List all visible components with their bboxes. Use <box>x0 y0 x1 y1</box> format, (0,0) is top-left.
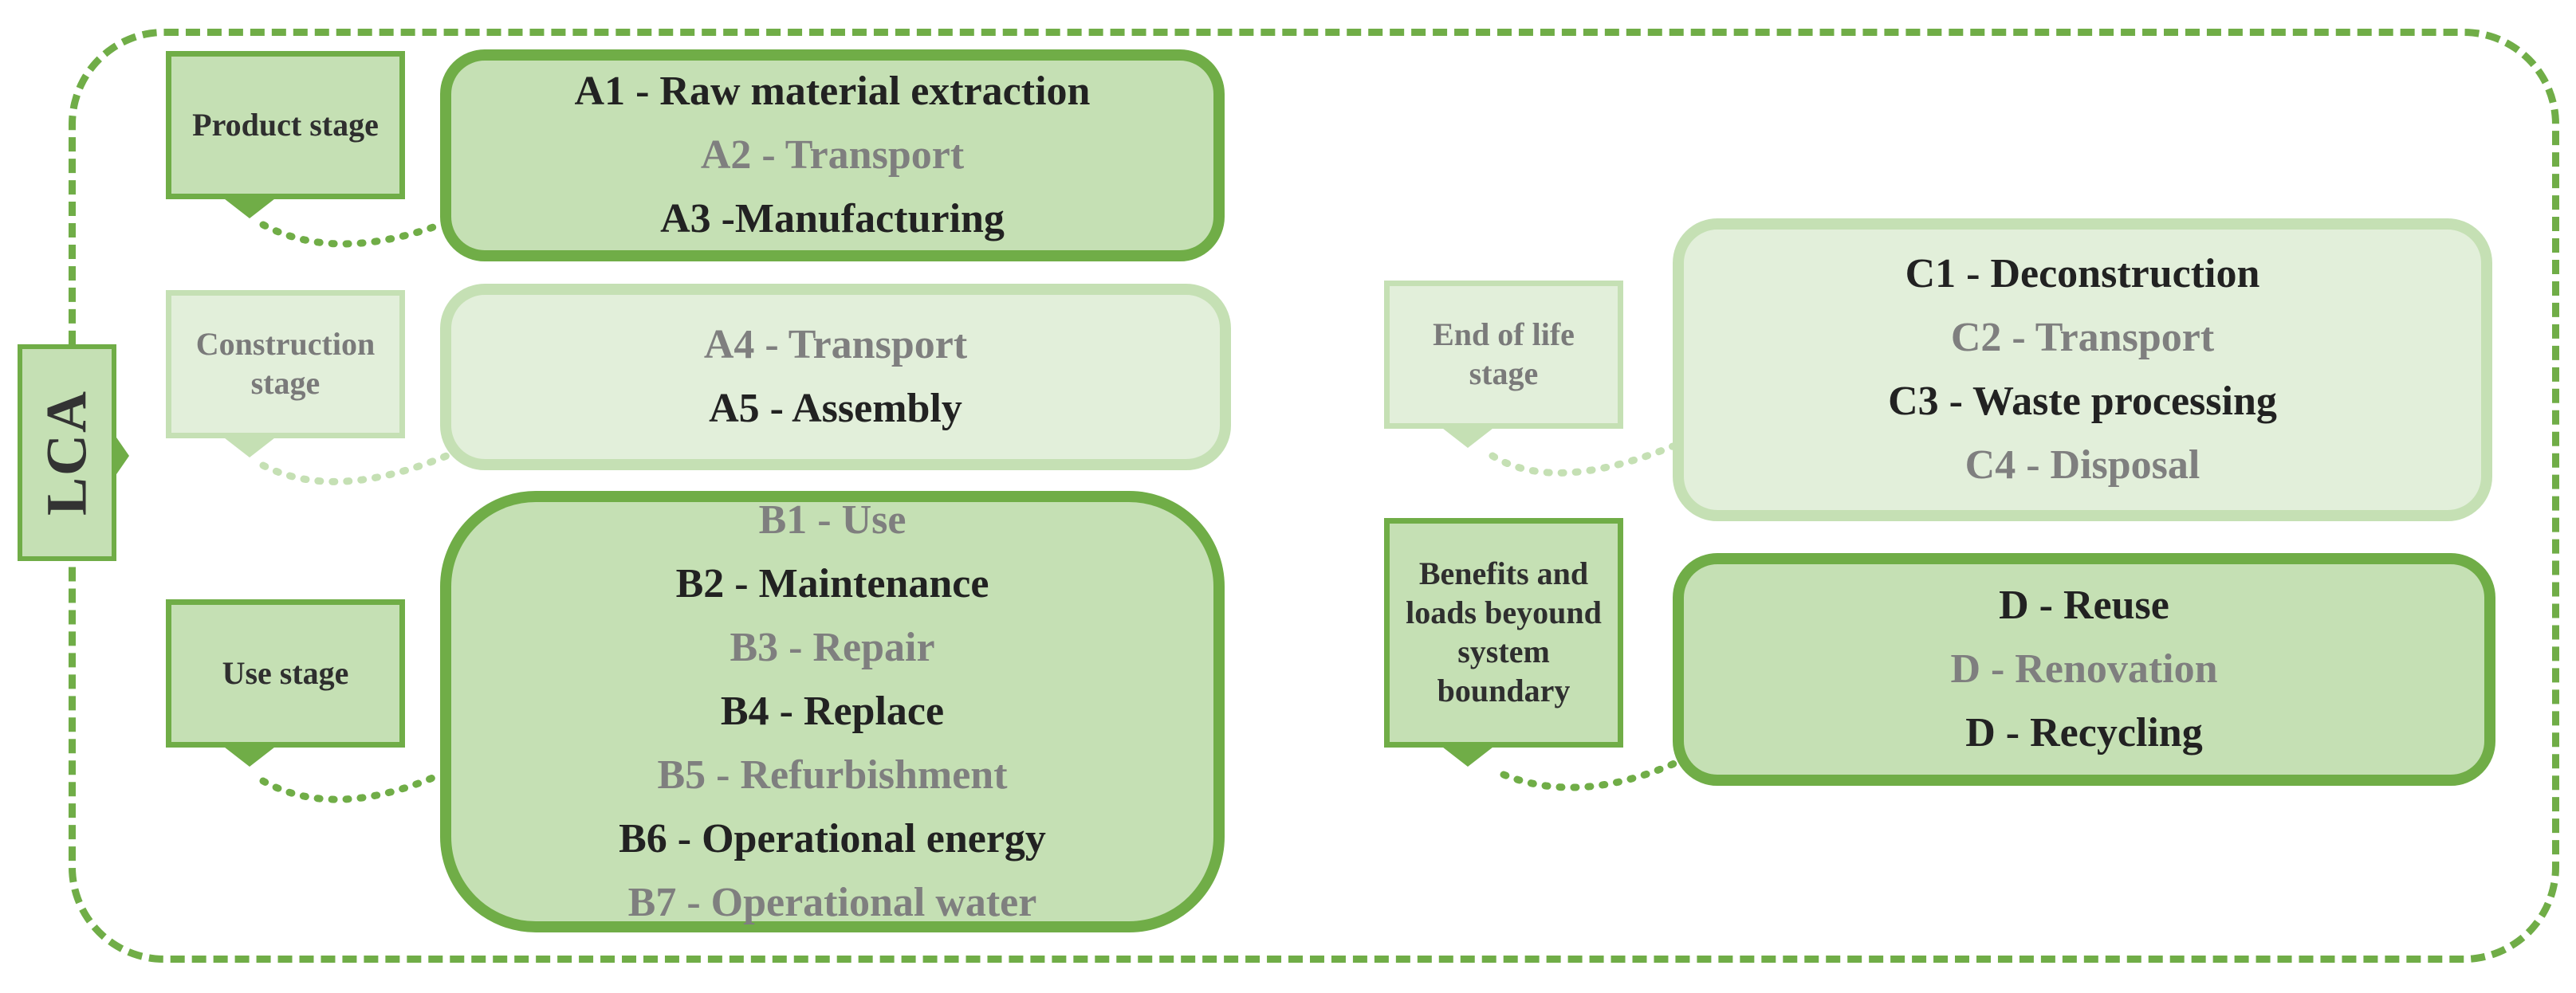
module-item: C4 - Disposal <box>1964 442 2200 488</box>
connector-construction <box>259 452 450 485</box>
stage-use-label: Use stage <box>222 654 349 691</box>
module-item: C2 - Transport <box>1950 315 2215 360</box>
stage-product-label: Product stage <box>192 106 379 143</box>
module-item: A1 - Raw material extraction <box>574 69 1091 114</box>
module-item: A3 -Manufacturing <box>660 196 1005 241</box>
module-item: A4 - Transport <box>703 322 968 367</box>
module-item: D - Reuse <box>1999 583 2169 628</box>
stage-construction-label: Construction stage <box>195 326 376 401</box>
module-item: A2 - Transport <box>700 132 965 178</box>
connector-product <box>259 221 444 248</box>
module-item: B7 - Operational water <box>627 880 1037 925</box>
lca-label: LCA <box>34 389 99 516</box>
stage-benefits: Benefits and loads beyound system bounda… <box>1384 518 1623 767</box>
lca-tab: LCA <box>18 344 129 561</box>
module-use: B1 - Use B2 - Maintenance B3 - Repair B4… <box>440 491 1225 932</box>
stage-product: Product stage <box>166 51 405 218</box>
stage-benefits-label: Benefits and loads beyound system bounda… <box>1406 555 1602 708</box>
connector-benefits <box>1500 759 1678 791</box>
callout-pointer <box>221 435 278 457</box>
callout-pointer <box>1439 744 1496 767</box>
module-item: B6 - Operational energy <box>619 816 1046 862</box>
callout-pointer <box>221 196 278 218</box>
module-item: B3 - Repair <box>730 625 935 670</box>
module-construction: A4 - Transport A5 - Assembly <box>440 284 1231 470</box>
stage-construction: Construction stage <box>166 290 405 457</box>
module-item: B2 - Maintenance <box>675 561 989 606</box>
module-item: C3 - Waste processing <box>1888 379 2277 424</box>
module-item: D - Renovation <box>1950 646 2218 692</box>
module-item: A5 - Assembly <box>709 386 962 431</box>
stage-end-of-life-label: End of life stage <box>1433 316 1575 391</box>
module-item: B1 - Use <box>758 497 907 543</box>
stage-end-of-life: End of life stage <box>1384 281 1623 448</box>
stage-use: Use stage <box>166 599 405 767</box>
connector-end-of-life <box>1489 442 1677 477</box>
module-product: A1 - Raw material extraction A2 - Transp… <box>440 49 1225 261</box>
module-item: D - Recycling <box>1965 710 2203 756</box>
callout-pointer <box>1439 426 1496 448</box>
module-benefits: D - Reuse D - Renovation D - Recycling <box>1673 553 2495 786</box>
callout-pointer <box>221 744 278 767</box>
module-item: B5 - Refurbishment <box>657 752 1008 798</box>
module-end-of-life: C1 - Deconstruction C2 - Transport C3 - … <box>1673 218 2492 521</box>
module-item: B4 - Replace <box>720 689 945 734</box>
module-item: C1 - Deconstruction <box>1905 251 2260 296</box>
connector-use <box>259 771 444 803</box>
